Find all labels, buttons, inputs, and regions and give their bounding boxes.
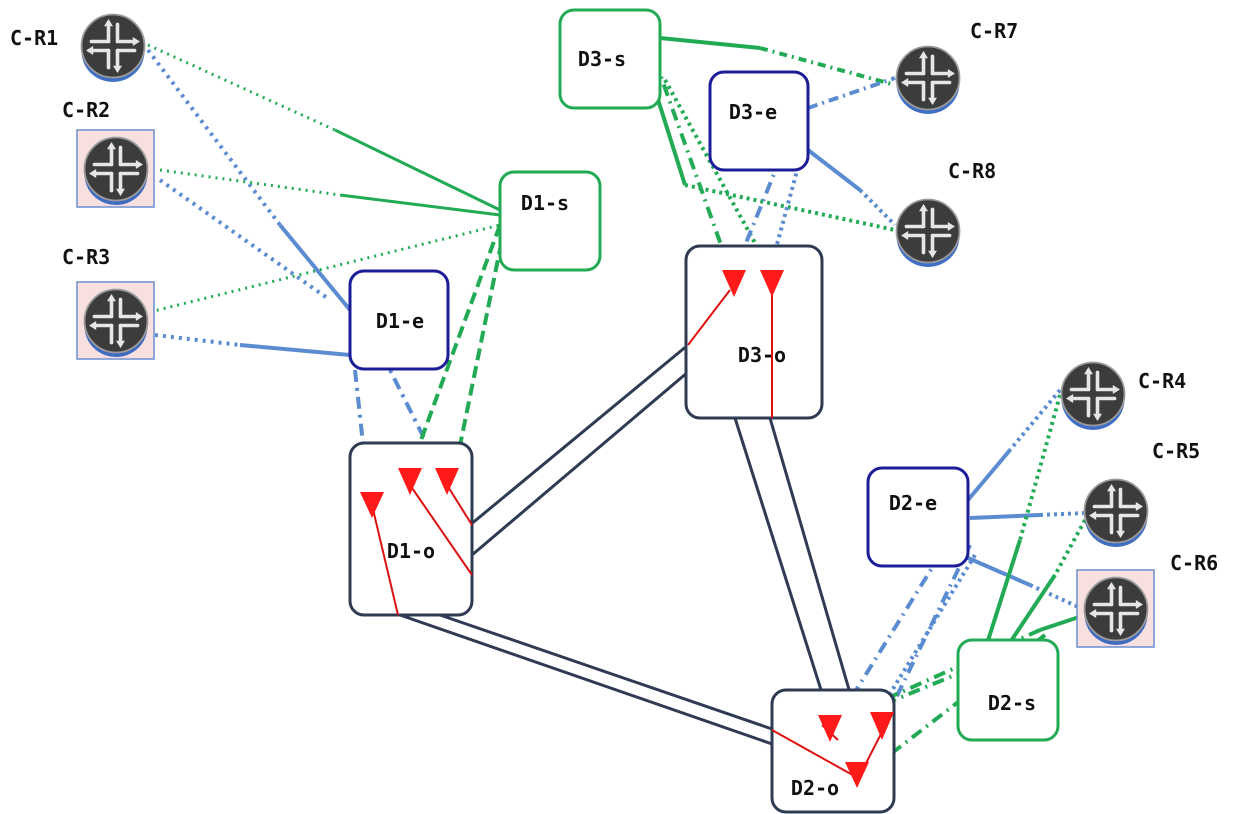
router-cr2[interactable] [76, 129, 155, 208]
link-cr2-d1e [158, 178, 332, 302]
node-d3o-label: D3-o [738, 343, 786, 367]
link-cr6-d2e-dot [1029, 583, 1086, 612]
link-cr8-d3e [806, 148, 862, 192]
marker-d1o-2 [398, 468, 422, 495]
trunk-d1o-d2o-a [399, 613, 776, 747]
core-trunks [399, 343, 852, 747]
node-d1o-label: D1-o [387, 539, 435, 563]
trunk-d3o-d2o-a [733, 417, 824, 694]
router-cr6[interactable] [1076, 569, 1155, 648]
node-d3s[interactable]: D3-s [558, 8, 662, 110]
node-d1s-label: D1-s [521, 191, 569, 215]
link-cr6-d2e [967, 556, 1031, 587]
link-cr7-d3s [759, 46, 896, 87]
node-d3e[interactable]: D3-e [708, 70, 810, 172]
link-cr5-d2e-dot [1039, 511, 1086, 517]
link-d3e-d3o-b [768, 159, 802, 271]
node-d2o-label: D2-o [791, 776, 839, 800]
node-d2o[interactable]: D2-o [770, 688, 896, 814]
link-cr5-d2e [969, 513, 1041, 520]
router-cr3[interactable] [76, 281, 155, 360]
link-d1s-d1o-b [453, 224, 507, 471]
node-d2e-label: D2-e [889, 491, 937, 515]
router-cr6-label: C-R6 [1170, 551, 1218, 575]
link-cr4-d2s [1018, 394, 1062, 541]
router-cr5-label: C-R5 [1152, 439, 1200, 463]
trunk-d3o-d2o-b [768, 417, 852, 694]
node-d1e[interactable]: D1-e [348, 269, 450, 371]
link-cr8-d3s [684, 183, 896, 232]
link-d3s-d3o-b [663, 79, 772, 271]
link-cr3-d1e-solid [239, 343, 351, 357]
node-d3s-label: D3-s [578, 47, 626, 71]
node-d1o[interactable]: D1-o [348, 441, 474, 617]
node-d3o[interactable]: D3-o [684, 244, 824, 420]
node-d2s[interactable]: D2-s [956, 638, 1060, 742]
trunk-d1o-d3o-a [469, 343, 689, 527]
trunk-d1o-d2o-b [439, 613, 776, 732]
router-cr1[interactable] [79, 12, 147, 83]
node-d2e[interactable]: D2-e [866, 466, 970, 568]
link-cr1-d1s-solid [334, 128, 501, 212]
marker-d3o-1 [722, 270, 746, 297]
marker-d2o-2 [870, 712, 894, 740]
link-cr4-d2e [1008, 388, 1062, 452]
router-cr7[interactable] [894, 44, 962, 115]
router-cr3-label: C-R3 [62, 245, 110, 269]
link-d2e-d2o-c [878, 553, 977, 712]
link-cr5-d2s [1053, 519, 1087, 576]
marker-d1o-3 [435, 468, 459, 495]
marker-d3o-2 [760, 270, 784, 297]
router-cr8-label: C-R8 [948, 159, 996, 183]
red-markers [360, 270, 894, 788]
node-d2s-label: D2-s [988, 691, 1036, 715]
link-cr5-d2s-solid [1003, 573, 1057, 652]
link-cr8-d3s-solid [653, 89, 687, 186]
trunk-d1o-d3o-b [471, 370, 689, 557]
link-cr7-d3e [807, 76, 896, 110]
router-cr4-label: C-R4 [1138, 369, 1186, 393]
link-cr1-d1e [146, 48, 282, 227]
link-cr7-d3s-solid [659, 36, 761, 50]
router-cr4[interactable] [1059, 360, 1127, 431]
router-cr8[interactable] [894, 197, 962, 268]
marker-d1o-1 [360, 492, 384, 518]
router-cr5[interactable] [1082, 477, 1150, 548]
link-cr3-d1e [154, 333, 241, 347]
router-cr7-label: C-R7 [970, 19, 1018, 43]
link-cr4-d2e-solid [966, 448, 1012, 502]
node-d3e-label: D3-e [729, 100, 777, 124]
marker-d2o-1 [818, 715, 842, 742]
node-d1e-label: D1-e [376, 309, 424, 333]
link-cr1-d1s [147, 43, 336, 132]
link-cr2-d1s [159, 168, 341, 197]
link-cr1-d1e-solid [278, 223, 352, 312]
node-d1s[interactable]: D1-s [498, 170, 602, 272]
link-cr2-d1s-solid [339, 193, 501, 217]
router-cr1-label: C-R1 [10, 26, 58, 50]
link-d3s-d3o-a [653, 59, 732, 271]
link-cr8-d3e-dot [858, 188, 897, 227]
link-d1s-d1o-a [408, 224, 502, 471]
router-cr2-label: C-R2 [62, 98, 110, 122]
link-cr4-d2s-solid [983, 539, 1022, 651]
marker-d2o-3 [845, 762, 869, 788]
